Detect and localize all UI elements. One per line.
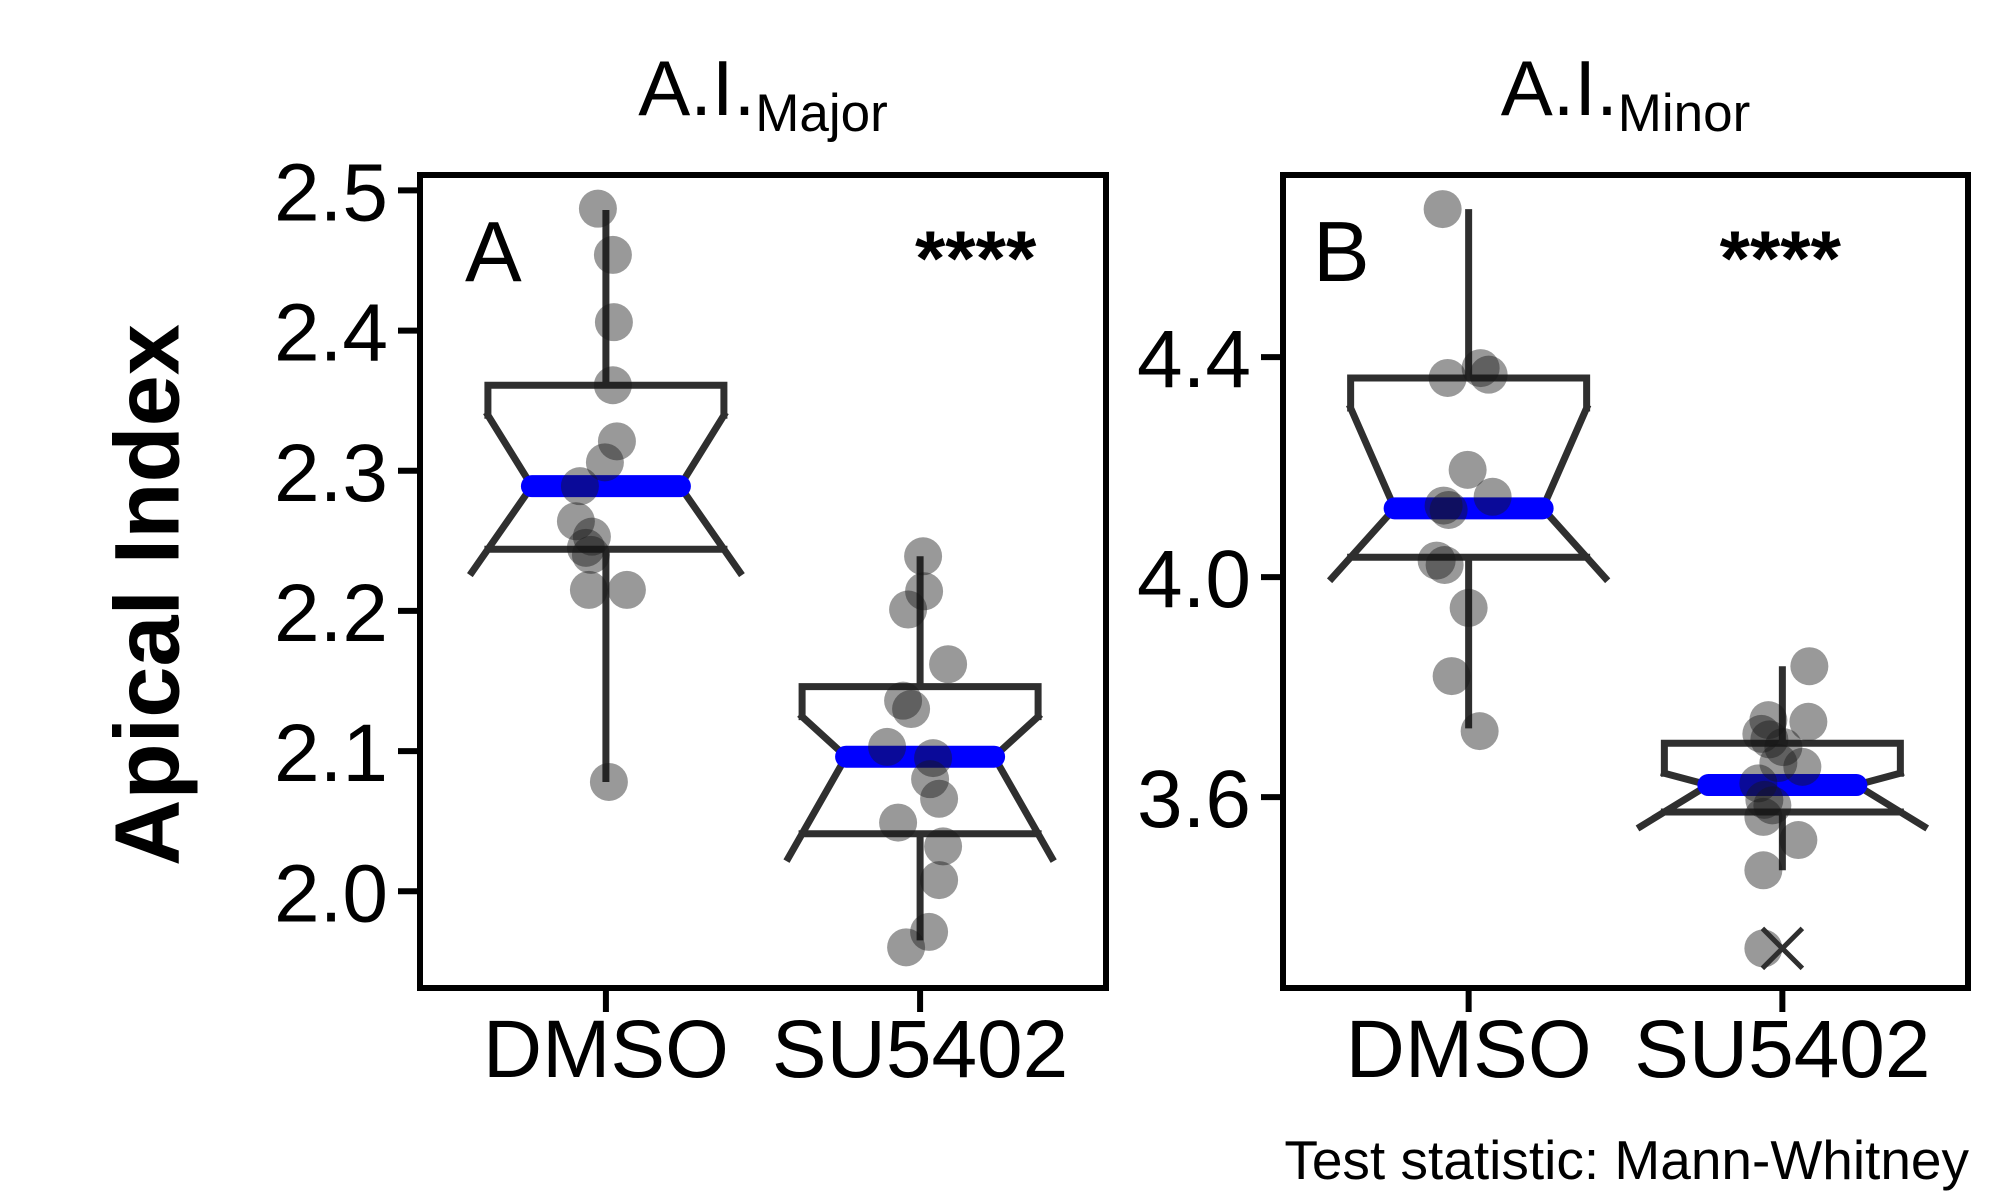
- data-point: [593, 366, 632, 405]
- x-category-label: DMSO: [1346, 1004, 1592, 1095]
- data-point: [594, 303, 633, 342]
- panel-title: A.I.Minor: [1501, 44, 1751, 143]
- data-point: [1461, 349, 1500, 388]
- data-point: [889, 590, 928, 629]
- data-point: [1417, 541, 1456, 580]
- data-point: [892, 690, 931, 729]
- data-point: [924, 827, 963, 866]
- data-point: [1789, 702, 1828, 741]
- test-statistic-note: Test statistic: Mann-Whitney: [1284, 1129, 1969, 1191]
- data-point: [904, 537, 943, 576]
- data-point: [593, 235, 632, 274]
- data-point: [1460, 712, 1499, 751]
- y-tick-label: 2.0: [274, 848, 388, 939]
- panel-frame: [417, 172, 1109, 991]
- data-point: [884, 681, 923, 720]
- data-point: [1469, 355, 1508, 394]
- y-tick-label: 2.3: [274, 428, 388, 519]
- data-point: [1423, 190, 1462, 229]
- data-point: [1753, 786, 1792, 825]
- data-point: [1759, 744, 1798, 783]
- data-point: [879, 803, 918, 842]
- y-tick-label: 4.4: [1137, 314, 1251, 405]
- data-point: [1425, 545, 1464, 584]
- notched-box: [1326, 374, 1611, 584]
- data-point: [560, 467, 599, 506]
- data-point: [911, 760, 950, 799]
- data-point: [589, 762, 628, 801]
- panel-title: A.I.Major: [638, 44, 888, 143]
- data-point: [1790, 647, 1829, 686]
- y-tick-label: 2.1: [274, 708, 388, 799]
- x-category-label: SU5402: [1634, 1004, 1930, 1095]
- x-category-label: DMSO: [483, 1004, 729, 1095]
- significance-stars: ****: [1720, 214, 1842, 302]
- data-point: [572, 517, 611, 556]
- notched-box: [783, 683, 1057, 863]
- data-point: [1424, 486, 1463, 525]
- notched-box: [1635, 739, 1930, 832]
- data-point: [1449, 588, 1488, 627]
- data-point: [1783, 747, 1822, 786]
- y-tick-label: 2.2: [274, 568, 388, 659]
- data-point: [569, 570, 608, 609]
- panel-frame: [1280, 172, 1971, 991]
- data-point: [566, 528, 605, 567]
- data-point: [1764, 728, 1803, 767]
- data-point: [1448, 450, 1487, 489]
- data-point: [920, 779, 959, 818]
- panel-letter: A: [465, 205, 522, 300]
- y-tick-label: 4.0: [1137, 534, 1251, 625]
- data-point: [1744, 797, 1783, 836]
- data-point: [1745, 780, 1784, 819]
- data-point: [1739, 764, 1778, 803]
- data-point: [929, 645, 968, 684]
- panel-title-subscript: Major: [755, 84, 888, 143]
- data-point: [905, 572, 944, 611]
- data-point: [571, 535, 610, 574]
- data-point: [578, 189, 617, 228]
- outlier-x-marker: [1760, 926, 1805, 971]
- panel-letter: B: [1313, 205, 1370, 300]
- data-point: [1428, 358, 1467, 397]
- y-axis-title: Apical Index: [96, 324, 199, 866]
- significance-stars: ****: [915, 214, 1037, 302]
- data-point: [887, 928, 926, 967]
- y-tick-label: 3.6: [1137, 754, 1251, 845]
- panel-title-subscript: Minor: [1618, 84, 1751, 143]
- data-point: [585, 443, 624, 482]
- data-point: [556, 502, 595, 541]
- data-point: [920, 861, 959, 900]
- data-point: [1473, 477, 1512, 516]
- data-point: [597, 422, 636, 461]
- data-point: [1779, 821, 1818, 860]
- data-point: [1429, 490, 1468, 529]
- data-point: [1744, 929, 1783, 968]
- data-point: [607, 570, 646, 609]
- data-point: [1750, 720, 1789, 759]
- data-point: [1432, 657, 1471, 696]
- data-point: [868, 727, 907, 766]
- data-point: [1742, 714, 1781, 753]
- data-point: [910, 912, 949, 951]
- x-category-label: SU5402: [772, 1004, 1068, 1095]
- data-point: [914, 739, 953, 778]
- y-tick-label: 2.5: [274, 147, 388, 238]
- data-point: [1744, 851, 1783, 890]
- notched-box: [467, 381, 745, 578]
- data-point: [1749, 701, 1788, 740]
- y-tick-label: 2.4: [274, 288, 388, 379]
